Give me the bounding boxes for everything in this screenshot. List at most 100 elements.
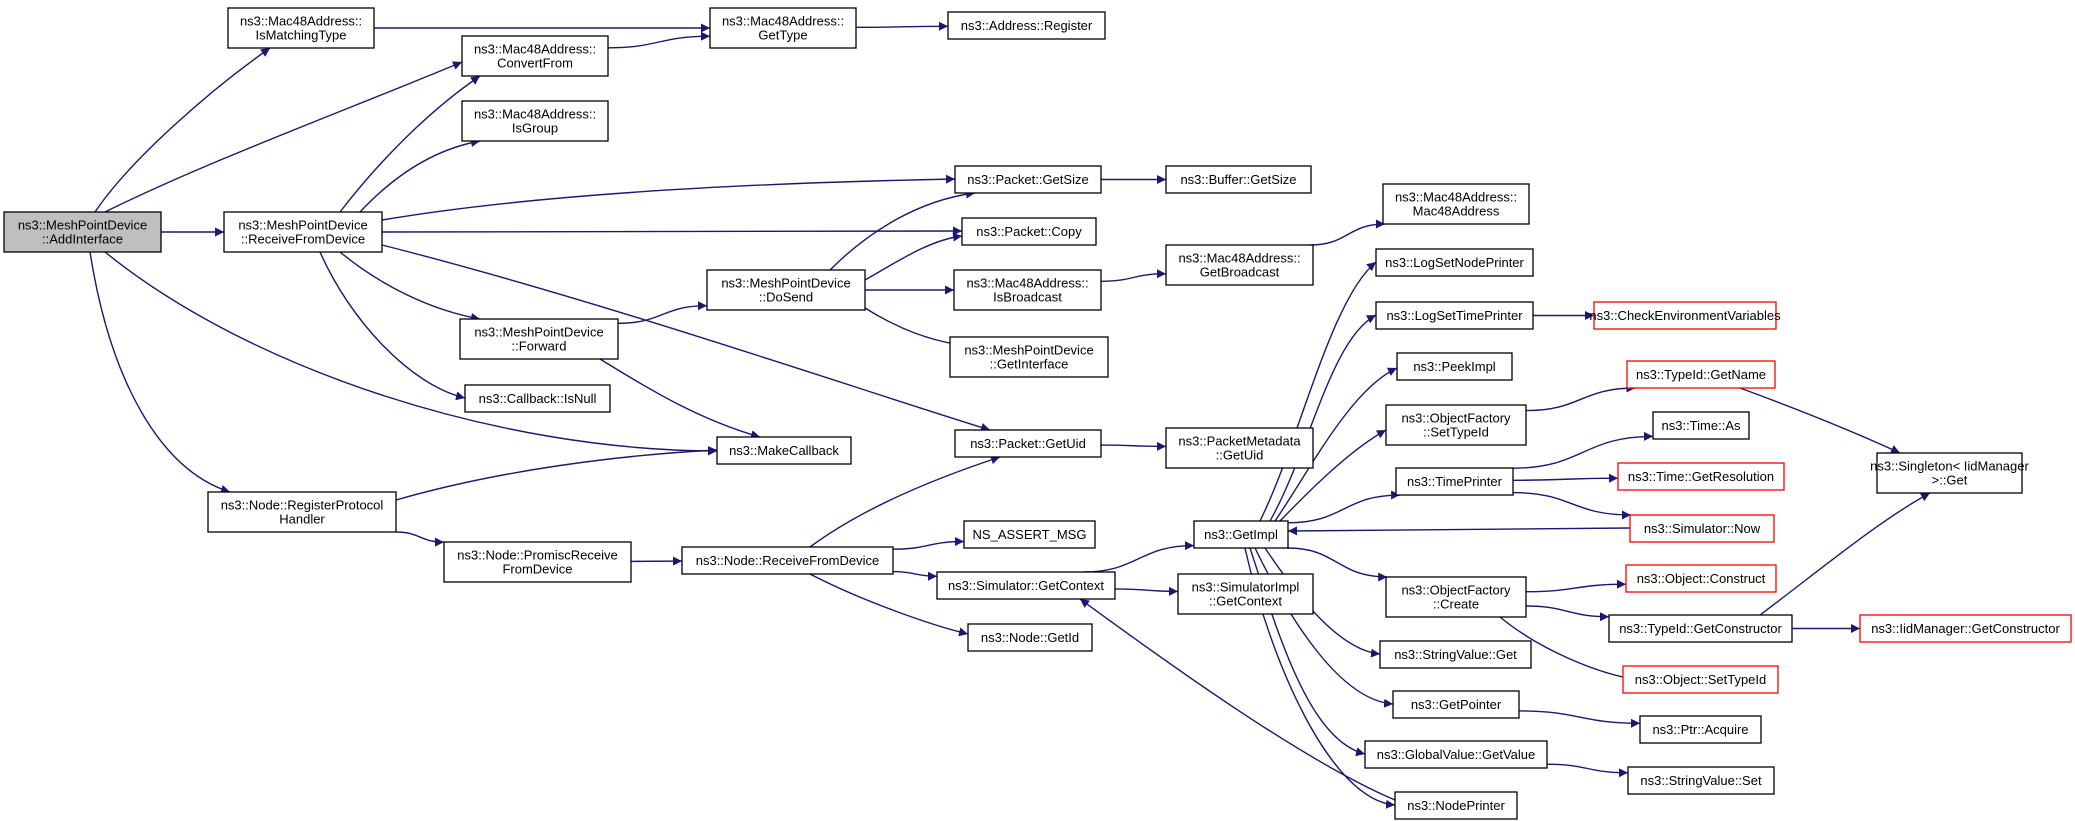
- node-box: [709, 7, 857, 49]
- edge-node_recv-to-nsassert: [892, 537, 965, 550]
- node-mpd_dosend[interactable]: ns3::MeshPointDevice::DoSend: [706, 269, 866, 311]
- node-box: [1392, 690, 1520, 719]
- node-pkt_getsize[interactable]: ns3::Packet::GetSize: [954, 165, 1102, 194]
- node-label: ns3::MeshPointDevice: [18, 218, 147, 233]
- node-addr_register[interactable]: ns3::Address::Register: [947, 11, 1106, 40]
- node-box: [1177, 573, 1314, 615]
- edge-sim_getctx-to-getimpl: [1082, 541, 1195, 573]
- edge-getimpl-to-objfac_settypeid: [1279, 429, 1387, 522]
- node-label: ns3::Packet::Copy: [976, 224, 1082, 239]
- node-buf_getsize[interactable]: ns3::Buffer::GetSize: [1165, 165, 1312, 194]
- node-ptr_acquire[interactable]: ns3::Ptr::Acquire: [1639, 715, 1762, 744]
- node-label: ns3::IidManager::GetConstructor: [1871, 621, 2060, 636]
- node-mpd_getif[interactable]: ns3::MeshPointDevice::GetInterface: [949, 336, 1109, 378]
- node-box: [1652, 411, 1750, 440]
- node-mac_ctor[interactable]: ns3::Mac48Address::Mac48Address: [1382, 183, 1530, 225]
- node-time_as[interactable]: ns3::Time::As: [1652, 411, 1750, 440]
- edge-root-to-mac_convert: [104, 61, 463, 213]
- node-label: ns3::Mac48Address::: [240, 14, 362, 29]
- node-label: ns3::Node::PromiscReceive: [457, 548, 617, 563]
- node-label: ns3::CheckEnvironmentVariables: [1589, 308, 1781, 323]
- node-time_getres[interactable]: ns3::Time::GetResolution: [1617, 462, 1785, 491]
- node-objfac_create[interactable]: ns3::ObjectFactory::Create: [1385, 576, 1527, 618]
- node-box: [1627, 766, 1775, 795]
- edge-timeprinter-to-sim_now: [1512, 491, 1631, 520]
- node-label: ns3::TimePrinter: [1407, 474, 1503, 489]
- edge-objfac_create-to-typeid_getctor: [1525, 605, 1610, 622]
- node-sim_now[interactable]: ns3::Simulator::Now: [1629, 514, 1775, 543]
- node-label: ns3::Buffer::GetSize: [1180, 172, 1296, 187]
- node-log_nodeprinter[interactable]: ns3::LogSetNodePrinter: [1375, 248, 1534, 277]
- node-typeid_getctor[interactable]: ns3::TypeId::GetConstructor: [1608, 614, 1793, 643]
- node-mac_getbcast[interactable]: ns3::Mac48Address::GetBroadcast: [1165, 244, 1314, 286]
- edge-typeid_getname-to-singleton_get: [1739, 387, 1901, 454]
- node-pkt_getuid[interactable]: ns3::Packet::GetUid: [954, 429, 1102, 458]
- node-label: ::GetUid: [1216, 448, 1264, 463]
- node-mac_ismatch[interactable]: ns3::Mac48Address::IsMatchingType: [227, 7, 375, 49]
- node-timeprinter[interactable]: ns3::TimePrinter: [1395, 467, 1514, 496]
- node-label: ::GetInterface: [990, 357, 1069, 372]
- node-node_recv[interactable]: ns3::Node::ReceiveFromDevice: [681, 546, 894, 575]
- node-box: [949, 336, 1109, 378]
- node-pkt_copy[interactable]: ns3::Packet::Copy: [961, 217, 1097, 246]
- edge-getimpl-to-log_nodeprinter: [1259, 261, 1377, 522]
- node-mac_isgroup[interactable]: ns3::Mac48Address::IsGroup: [461, 100, 609, 142]
- node-strval_set[interactable]: ns3::StringValue::Set: [1627, 766, 1775, 795]
- node-peekimpl[interactable]: ns3::PeekImpl: [1396, 352, 1513, 381]
- node-gv_getvalue[interactable]: ns3::GlobalValue::GetValue: [1364, 740, 1548, 769]
- node-sim_getctx[interactable]: ns3::Simulator::GetContext: [936, 571, 1116, 600]
- edge-mpd_forward-to-mpd_dosend: [617, 301, 708, 324]
- node-label: ns3::MeshPointDevice: [721, 276, 850, 291]
- node-mpd_forward[interactable]: ns3::MeshPointDevice::Forward: [459, 318, 619, 360]
- node-strval_get[interactable]: ns3::StringValue::Get: [1379, 640, 1532, 669]
- node-label: GetType: [758, 28, 807, 43]
- node-obj_settypeid[interactable]: ns3::Object::SetTypeId: [1622, 665, 1779, 694]
- node-label: ns3::Simulator::GetContext: [948, 578, 1104, 593]
- node-makecallback[interactable]: ns3::MakeCallback: [716, 436, 852, 465]
- edge-mpd_recv-to-cb_isnull: [319, 251, 466, 401]
- node-label: ns3::MeshPointDevice: [238, 218, 367, 233]
- node-obj_construct[interactable]: ns3::Object::Construct: [1625, 564, 1777, 593]
- edge-typeid_getctor-to-singleton_get: [1759, 492, 1931, 616]
- node-mpd_recv[interactable]: ns3::MeshPointDevice::ReceiveFromDevice: [223, 211, 383, 253]
- node-mac_convert[interactable]: ns3::Mac48Address::ConvertFrom: [461, 35, 609, 77]
- node-node_getid[interactable]: ns3::Node::GetId: [967, 623, 1093, 652]
- node-label: ns3::LogSetNodePrinter: [1385, 255, 1524, 270]
- node-nodeprinter[interactable]: ns3::NodePrinter: [1394, 791, 1518, 820]
- node-pktmeta_getuid[interactable]: ns3::PacketMetadata::GetUid: [1165, 427, 1314, 469]
- node-label: ns3::Ptr::Acquire: [1652, 722, 1748, 737]
- node-check_env[interactable]: ns3::CheckEnvironmentVariables: [1589, 301, 1781, 330]
- edge-mpd_dosend-to-pkt_copy: [864, 232, 963, 281]
- node-box: [1629, 514, 1775, 543]
- node-getpointer[interactable]: ns3::GetPointer: [1392, 690, 1520, 719]
- node-box: [967, 623, 1093, 652]
- node-label: ns3::Mac48Address::: [474, 107, 596, 122]
- node-box: [1385, 576, 1527, 618]
- node-label: ns3::Mac48Address::: [966, 276, 1088, 291]
- node-iid_getctor[interactable]: ns3::IidManager::GetConstructor: [1859, 614, 2072, 643]
- edge-node_regproto-to-makecallback: [395, 445, 718, 501]
- node-objfac_settypeid[interactable]: ns3::ObjectFactory::SetTypeId: [1385, 404, 1527, 446]
- node-box: [1622, 665, 1779, 694]
- node-singleton_get[interactable]: ns3::Singleton< IidManager>::Get: [1870, 452, 2029, 494]
- node-label: ns3::ObjectFactory: [1401, 583, 1511, 598]
- node-root[interactable]: ns3::MeshPointDevice::AddInterface: [3, 211, 162, 253]
- node-label: ns3::Node::RegisterProtocol: [221, 498, 384, 513]
- node-typeid_getname[interactable]: ns3::TypeId::GetName: [1626, 360, 1776, 389]
- edge-getimpl-to-log_timeprinter: [1269, 314, 1377, 522]
- node-box: [1876, 452, 2023, 494]
- edge-mpd_recv-to-pkt_getsize: [381, 174, 956, 221]
- node-getimpl[interactable]: ns3::GetImpl: [1193, 520, 1289, 549]
- node-cb_isnull[interactable]: ns3::Callback::IsNull: [464, 384, 611, 413]
- node-label: ::SetTypeId: [1423, 425, 1489, 440]
- node-nsassert[interactable]: NS_ASSERT_MSG: [963, 520, 1096, 549]
- node-label: ns3::Simulator::Now: [1644, 521, 1761, 536]
- edge-mpd_dosend-to-mpd_getif: [864, 307, 961, 348]
- node-mac_isbcast[interactable]: ns3::Mac48Address::IsBroadcast: [953, 269, 1102, 311]
- node-log_timeprinter[interactable]: ns3::LogSetTimePrinter: [1375, 301, 1534, 330]
- node-simimpl_getctx[interactable]: ns3::SimulatorImpl::GetContext: [1177, 573, 1314, 615]
- node-mac_gettype[interactable]: ns3::Mac48Address::GetType: [709, 7, 857, 49]
- node-box: [1859, 614, 2072, 643]
